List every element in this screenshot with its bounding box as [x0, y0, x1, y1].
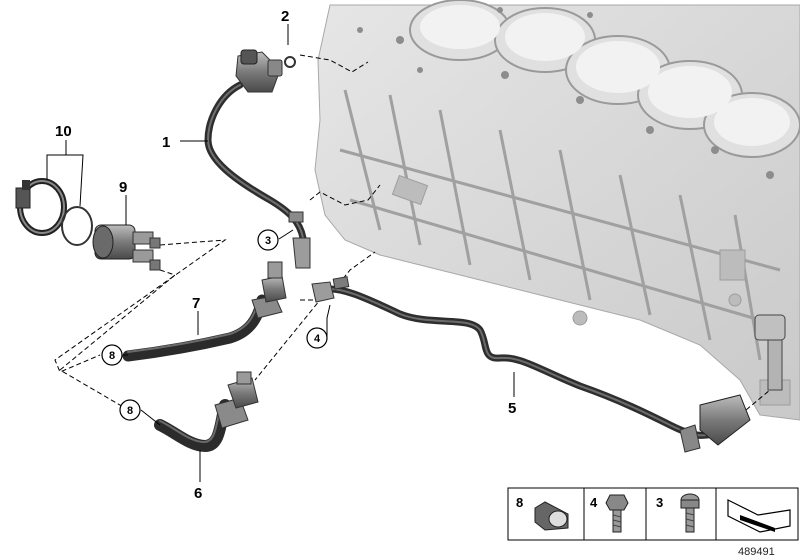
hose-part-7	[122, 261, 287, 362]
deck-holes	[357, 7, 774, 179]
callout-6: 6	[194, 485, 202, 502]
sensor-connector-right	[754, 314, 786, 391]
circled-callout-8-lower: 8	[119, 399, 141, 421]
circled-callout-8-upper: 8	[101, 344, 123, 366]
legend-clamp-8: 8	[516, 495, 569, 531]
callout-1: 1	[162, 134, 170, 151]
svg-text:4: 4	[590, 495, 598, 510]
diagram-id: 489491	[738, 546, 775, 558]
callout-labels: 1 2 5 6 7 9 10 3 4 8 8	[55, 8, 516, 502]
engine-block	[314, 0, 800, 421]
legend-hex-screw-4: 4	[590, 494, 629, 533]
leader-lines	[46, 24, 515, 482]
circled-callout-3: 3	[257, 229, 279, 251]
circled-callout-4: 4	[306, 327, 328, 349]
block-ribs	[339, 89, 781, 361]
svg-text:3: 3	[265, 235, 271, 247]
hose-part-1	[204, 49, 311, 269]
valve-part-9	[92, 224, 161, 271]
pressure-sensor-part-1	[235, 49, 296, 93]
clamp-part-10	[15, 178, 93, 246]
hose-part-5	[311, 276, 786, 453]
callout-9: 9	[119, 179, 127, 196]
small-parts-legend: 8 4 3	[507, 487, 799, 541]
svg-text:8: 8	[127, 405, 133, 417]
hose-part-6	[154, 371, 259, 453]
svg-text:8: 8	[109, 350, 115, 362]
svg-text:4: 4	[314, 333, 321, 345]
legend-torx-screw-3: 3	[656, 493, 700, 533]
svg-text:8: 8	[516, 495, 523, 510]
callout-7: 7	[192, 295, 200, 312]
callout-2: 2	[281, 8, 289, 25]
callout-10: 10	[55, 123, 72, 140]
svg-text:3: 3	[656, 495, 663, 510]
callout-5: 5	[508, 400, 516, 417]
legend-arrow-icon	[727, 499, 791, 533]
